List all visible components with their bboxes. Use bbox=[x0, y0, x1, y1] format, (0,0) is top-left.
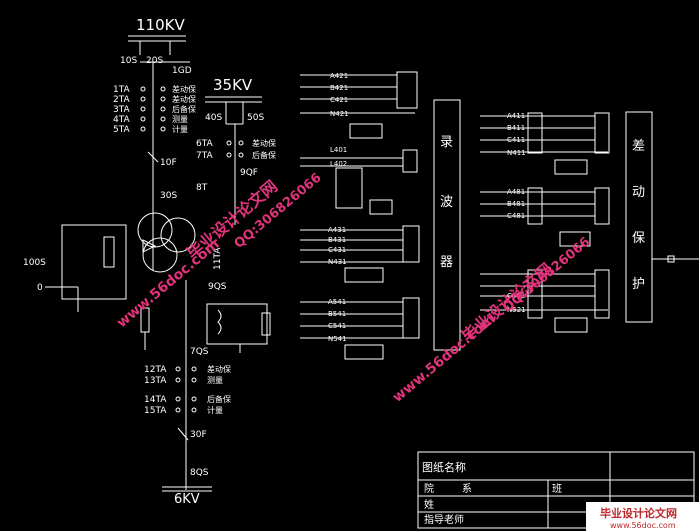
class-label: 班 bbox=[552, 483, 562, 495]
diff-char-4: 护 bbox=[632, 277, 645, 292]
ta-bottom-14: 14TA bbox=[144, 395, 167, 405]
name-label: 姓 bbox=[424, 498, 434, 511]
signal-group-r3: C521 N521 bbox=[480, 269, 610, 333]
g1-b: B421 bbox=[330, 84, 348, 92]
signal-group-r1: A411 B411 C411 N411 bbox=[480, 112, 610, 175]
footer-url-text: www.56doc.com bbox=[610, 521, 676, 530]
ta-bottom-label-3: 后备保 bbox=[207, 394, 231, 404]
switch-40s-label: 40S bbox=[205, 113, 222, 123]
ta-bottom-label-4: 计量 bbox=[207, 405, 223, 415]
ta-9-label: 9QF bbox=[240, 168, 258, 178]
switch-10s-label: 10S bbox=[120, 56, 137, 66]
switch-20s-label: 20S bbox=[146, 56, 163, 66]
dept-label: 院 bbox=[424, 482, 434, 495]
gr1-n: N411 bbox=[507, 149, 526, 157]
ta-bottom-13: 13TA bbox=[144, 376, 167, 386]
ta-left-3: 3TA bbox=[113, 105, 131, 115]
ta-left-label-3: 后备保 bbox=[172, 104, 196, 114]
diff-char-2: 动 bbox=[632, 185, 645, 200]
recorder-char-1: 录 bbox=[440, 135, 453, 150]
signal-group-r2: A481 B481 C481 bbox=[480, 187, 610, 247]
g4-n: N541 bbox=[328, 335, 347, 343]
ta-8-label: 8T bbox=[196, 183, 208, 193]
g1-a: A421 bbox=[330, 72, 348, 80]
bus-35kv-label: 35KV bbox=[213, 76, 253, 94]
switch-100s-label: 100S bbox=[23, 258, 46, 268]
advisor-label: 指导老师 bbox=[424, 513, 464, 526]
switch-10f-label: 10F bbox=[160, 158, 177, 168]
g1-c: C421 bbox=[330, 96, 348, 104]
ground-0-label: 0 bbox=[37, 283, 43, 293]
switch-1gd-label: 1GD bbox=[172, 66, 192, 76]
ta-left-group: 1TA 2TA 3TA 4TA 5TA 差动保 差动保 后备保 测量 计量 bbox=[113, 84, 196, 135]
recorder-char-2: 波 bbox=[440, 195, 453, 210]
ta-left-label-2: 差动保 bbox=[172, 94, 196, 104]
bus-6kv-label: 6KV bbox=[174, 492, 200, 507]
ta-left-label-5: 计量 bbox=[172, 124, 188, 134]
drawing-name-label: 图纸名称 bbox=[422, 460, 466, 474]
ta-mid-label-1: 差动保 bbox=[252, 138, 276, 148]
switch-30s-label: 30S bbox=[160, 191, 177, 201]
signal-group-1: A421 B421 C421 N421 bbox=[300, 71, 418, 139]
signal-group-4: A541 B541 C541 N541 bbox=[300, 297, 420, 360]
diff-char-3: 保 bbox=[632, 231, 645, 246]
ta-bottom-label-1: 差动保 bbox=[207, 364, 231, 374]
ta-left-label-1: 差动保 bbox=[172, 84, 196, 94]
footer-logo: 毕业设计论文网 www.56doc.com bbox=[586, 502, 699, 531]
signal-group-3: A431 B431 C431 N431 bbox=[300, 225, 420, 283]
ta-mid-7: 7TA bbox=[196, 151, 214, 161]
watermark-6: QQ:306826066 bbox=[500, 234, 593, 315]
wave-recorder-box: 录 波 器 bbox=[433, 99, 461, 351]
title-block: 图纸名称 院 系 班 姓 指导老师 bbox=[417, 451, 695, 529]
g2-a: L401 bbox=[330, 146, 347, 154]
bus-110kv-label: 110KV bbox=[136, 16, 185, 34]
switch-70s-label: 7QS bbox=[190, 347, 209, 357]
watermark-5: www.56doc.com bbox=[390, 311, 499, 406]
switch-90s-label: 9QS bbox=[208, 282, 227, 292]
switch-30f-label: 30F bbox=[190, 430, 207, 440]
g2-b: L402 bbox=[330, 160, 347, 168]
g1-n: N421 bbox=[330, 110, 349, 118]
dept2-label: 系 bbox=[462, 483, 472, 495]
ta-left-5: 5TA bbox=[113, 125, 131, 135]
ta-left-2: 2TA bbox=[113, 95, 131, 105]
recorder-char-3: 器 bbox=[440, 255, 453, 270]
watermark-2: www.56doc.com bbox=[114, 236, 223, 331]
ta-mid-6: 6TA bbox=[196, 139, 214, 149]
ta-left-label-4: 测量 bbox=[172, 115, 188, 124]
differential-protection-box: 差 动 保 护 bbox=[625, 111, 699, 323]
footer-logo-text: 毕业设计论文网 bbox=[600, 506, 677, 520]
signal-group-2: L401 L402 bbox=[300, 146, 418, 215]
ta-left-1: 1TA bbox=[113, 85, 131, 95]
switch-50s-label: 50S bbox=[247, 113, 264, 123]
diff-char-1: 差 bbox=[632, 139, 645, 154]
ta-bottom-12: 12TA bbox=[144, 365, 167, 375]
ta-mid-label-2: 后备保 bbox=[252, 150, 276, 160]
ta-bottom-15: 15TA bbox=[144, 406, 167, 416]
ta-11-label: 11TA bbox=[213, 247, 223, 270]
switch-80s-label: 8QS bbox=[190, 468, 209, 478]
ta-bottom-label-2: 测量 bbox=[207, 376, 223, 385]
transformer bbox=[137, 212, 196, 273]
ta-left-4: 4TA bbox=[113, 115, 131, 125]
